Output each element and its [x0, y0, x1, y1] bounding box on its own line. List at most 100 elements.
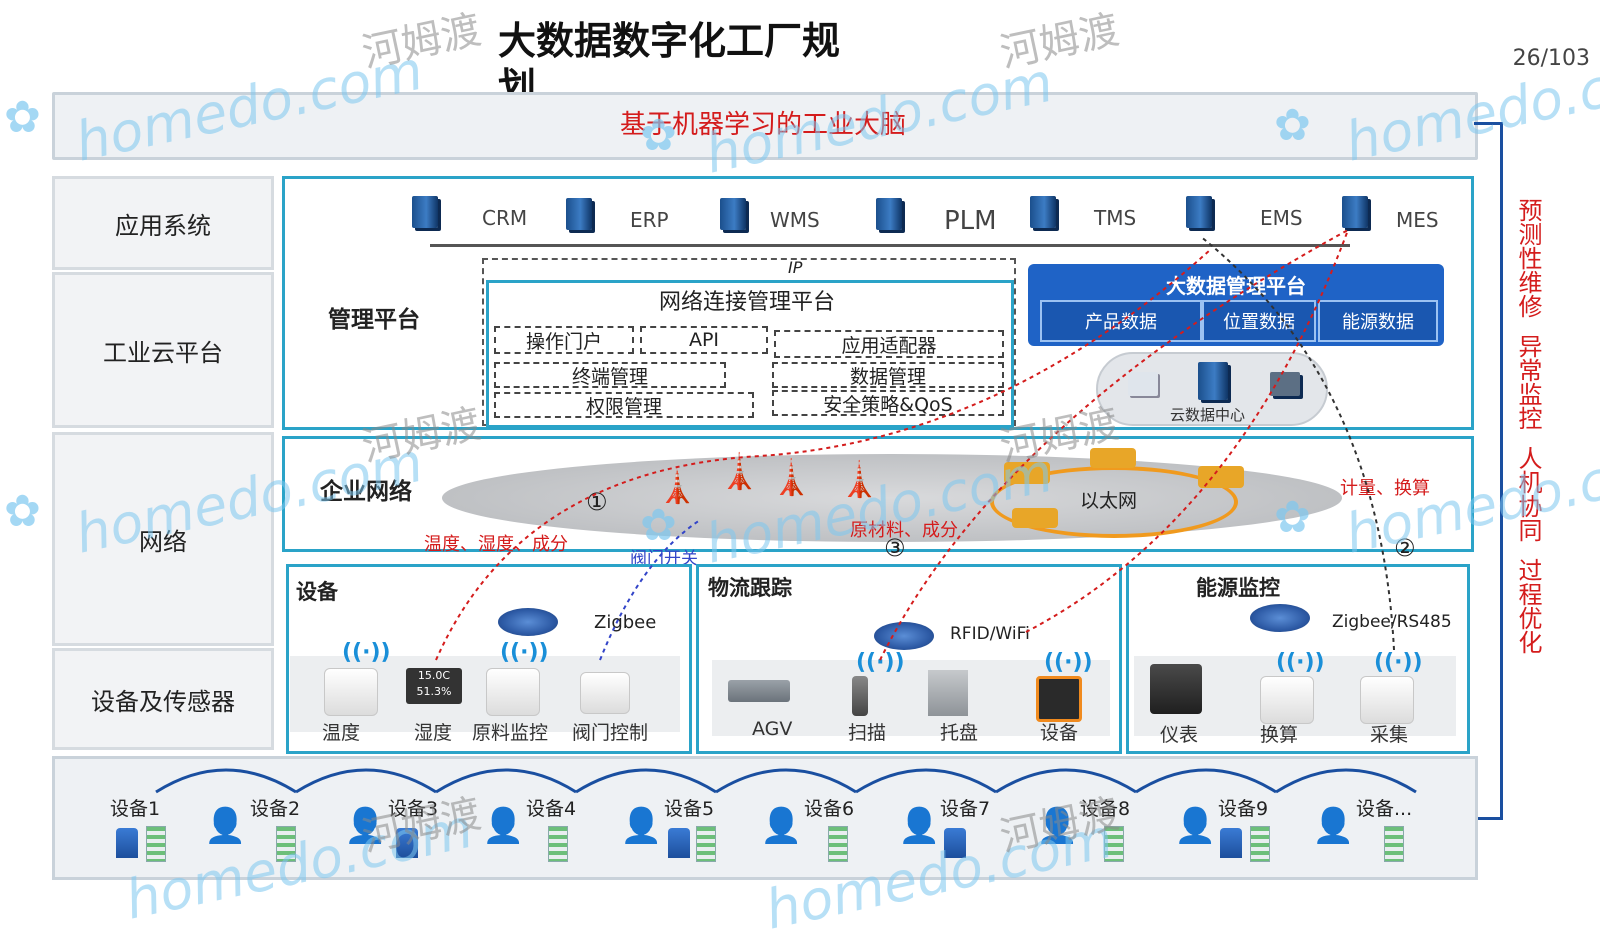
module-label: 权限管理 [585, 395, 662, 418]
device-label: AGV [752, 718, 793, 740]
side-label: 预测性维修 [1514, 198, 1542, 318]
layer-label: 网络 [139, 527, 187, 556]
chain-arc [1135, 768, 1277, 794]
server-icon [412, 196, 438, 228]
server-icon [720, 198, 746, 230]
server-icon [1198, 362, 1228, 400]
cloud-label: 云数据中心 [1170, 406, 1246, 424]
person-icon: 👤 [344, 806, 387, 846]
enterprise-network-label: 企业网络 [320, 479, 412, 505]
robot-icon [396, 828, 418, 858]
wifi-icon: ((·)) [500, 640, 549, 665]
wifi-icon: ((·)) [342, 640, 391, 665]
chain-arcs [155, 768, 1417, 794]
system-label: WMS [770, 208, 820, 232]
device-label: 湿度 [414, 722, 453, 744]
protocol-label: Zigbee [594, 612, 657, 633]
server-icon [1186, 196, 1212, 228]
router-icon [498, 608, 558, 636]
big-data-cell-label: 位置数据 [1223, 312, 1295, 333]
scanner-icon [852, 676, 868, 716]
equipment-label: 设备 [296, 580, 338, 604]
chain-arc [1275, 768, 1417, 794]
module-label: 终端管理 [571, 365, 648, 388]
module-label: 数据管理 [849, 365, 926, 388]
wifi-icon: ((·)) [1044, 650, 1093, 675]
tower-icon: 🗼 [838, 460, 881, 500]
person-icon: 👤 [1036, 806, 1079, 846]
equipment-label: 设备4 [526, 798, 577, 820]
tower-icon: 🗼 [656, 466, 699, 506]
big-data-cell: 能源数据 [1318, 300, 1438, 342]
chain-arc [575, 768, 717, 794]
module-box: 数据管理 [772, 362, 1004, 388]
agv-truck-icon [728, 680, 790, 702]
logistics-label: 物流跟踪 [708, 576, 792, 600]
marker-3: ③ [884, 534, 906, 562]
module-box: 操作门户 [494, 326, 634, 354]
server-icon [1270, 372, 1300, 396]
system-bus-line [430, 244, 1350, 247]
feedback-bracket [1474, 122, 1503, 820]
robot-icon [116, 828, 138, 858]
person-icon: 👤 [204, 806, 247, 846]
system-label: TMS [1094, 206, 1137, 230]
annotation-label: 原材料、成分 [850, 520, 958, 541]
equipment-label: 设备7 [940, 798, 991, 820]
cabinet-icon [276, 826, 296, 862]
wifi-icon: ((·)) [1276, 650, 1325, 675]
protocol-label: Zigbee/RS485 [1332, 612, 1452, 632]
top-banner-text: 基于机器学习的工业大脑 [620, 110, 907, 140]
system-label: EMS [1260, 206, 1303, 230]
big-data-cell-label: 能源数据 [1342, 312, 1414, 333]
equipment-label: 设备8 [1080, 798, 1131, 820]
cabinet-icon [828, 826, 848, 862]
chain-arc [995, 768, 1137, 794]
flower-logo-icon: ✿ [640, 500, 677, 551]
module-label: 安全策略&QoS [823, 393, 953, 416]
person-icon: 👤 [482, 806, 525, 846]
server-icon [1128, 372, 1158, 396]
chain-arc [855, 768, 997, 794]
layer-label: 应用系统 [115, 211, 211, 240]
chain-arc [715, 768, 857, 794]
management-label: 管理平台 [328, 307, 420, 333]
cabinet-icon [696, 826, 716, 862]
router-icon [1198, 466, 1244, 488]
flow-line-temperature [435, 249, 1211, 661]
system-label: PLM [944, 206, 997, 236]
page-title: 大数据数字化工厂规划 [498, 19, 841, 109]
layer-application: 应用系统 [52, 176, 274, 270]
marker-1: ① [586, 488, 608, 516]
temperature-sensor [324, 668, 378, 716]
cabinet-icon [548, 826, 568, 862]
module-box: 权限管理 [494, 392, 754, 418]
network-platform-title: 网络连接管理平台 [658, 290, 835, 315]
top-banner [52, 92, 1478, 160]
equipment-label: 设备6 [804, 798, 855, 820]
material-monitor-sensor [486, 668, 540, 716]
ethernet-ring [990, 466, 1238, 538]
device-label: 温度 [322, 722, 361, 744]
flower-logo-icon: ✿ [4, 92, 41, 143]
side-label: 人机协同 [1514, 446, 1542, 542]
annotation-label: 温度、湿度、成分 [424, 534, 568, 555]
annotation-label: 计量、换算 [1340, 478, 1430, 499]
flower-logo-icon: ✿ [1274, 100, 1311, 151]
equipment-label: 设备5 [664, 798, 715, 820]
equipment-label: 设备2 [250, 798, 301, 820]
equipment-label: 设备9 [1218, 798, 1269, 820]
person-icon: 👤 [898, 806, 941, 846]
robot-icon [1220, 828, 1242, 858]
layer-network: 网络 [52, 432, 274, 646]
cabinet-icon [1250, 826, 1270, 862]
cabinet-icon [1384, 826, 1404, 862]
ip-label: IP [788, 258, 803, 277]
protocol-label: RFID/WiFi [950, 624, 1030, 644]
humidity-display: 15.0C 51.3% [406, 668, 462, 704]
side-label-group: 预测性维修 异常监控 人机协同 过程优化 [1508, 198, 1548, 654]
collector-icon [1360, 676, 1414, 724]
marker-2: ② [1394, 534, 1416, 562]
router-icon [874, 622, 934, 650]
pallet-icon [928, 670, 968, 716]
